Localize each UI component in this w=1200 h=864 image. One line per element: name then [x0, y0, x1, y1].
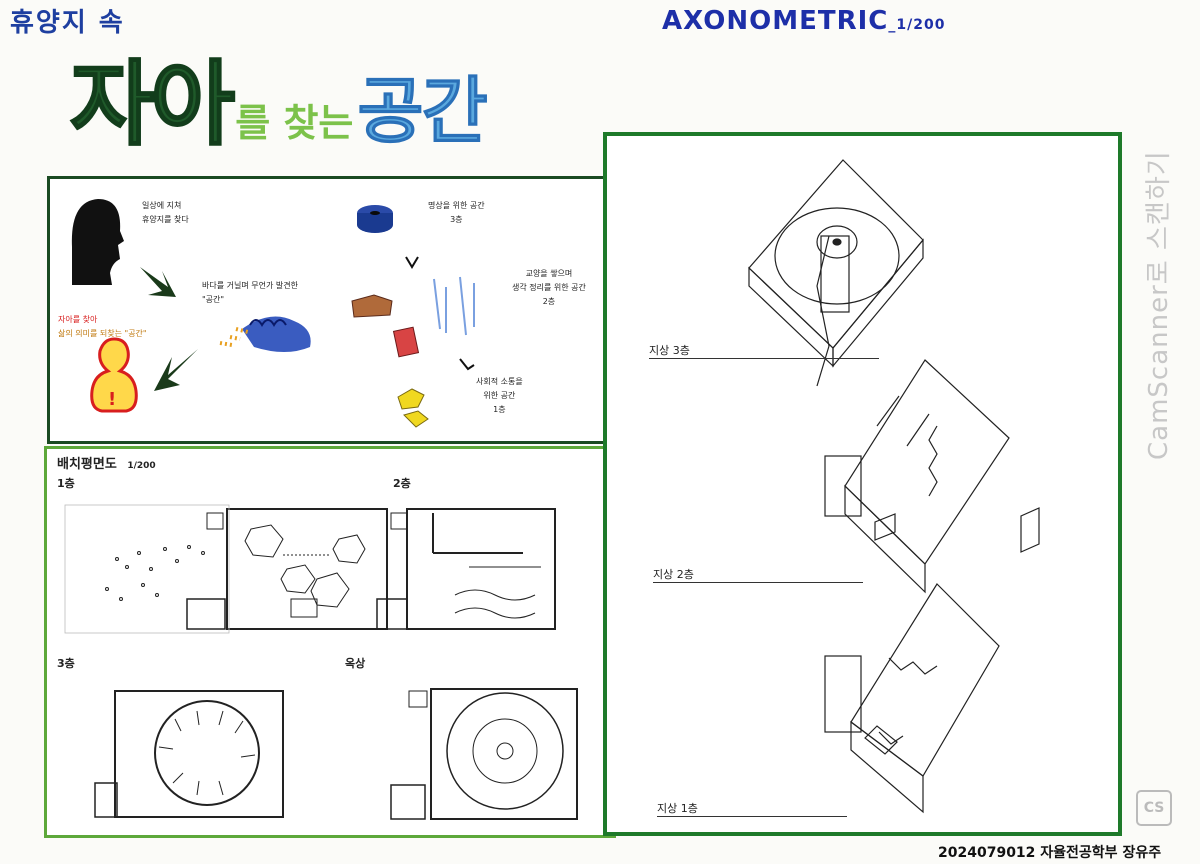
title-part-2: 를 찾는 — [235, 101, 354, 145]
plan-floor3 — [94, 690, 284, 818]
wave-icon — [219, 316, 311, 352]
arrow-icon — [405, 256, 419, 269]
plan-label-floor2: 2층 — [393, 477, 411, 490]
subtitle: 휴양지 속 — [10, 8, 125, 38]
note-line: 생각 정리를 위한 공간 — [512, 283, 586, 292]
note-line: 일상에 지쳐 — [142, 201, 182, 210]
axo-label-level2-wrap: 지상 2층 — [653, 566, 863, 583]
axonometric-title-text: AXONOMETRIC — [662, 6, 889, 36]
plans-title: 배치평면도 1/200 — [57, 453, 156, 472]
arrow-icon — [459, 358, 475, 371]
svg-text:!: ! — [108, 389, 116, 410]
concept-diagram: ! 일상에 지쳐 휴양지를 찾다 바다를 거닐며 무언가 발견한 "공간" — [47, 176, 607, 444]
axonometric-scale: _1/200 — [888, 17, 946, 33]
head-silhouette-icon — [71, 199, 124, 285]
concept-drawing: ! — [71, 199, 475, 428]
axo-label-level2: 지상 2층 — [653, 568, 694, 581]
arrow-icon — [140, 267, 176, 297]
axo-level3 — [748, 159, 924, 387]
plan-label-floor3: 3층 — [57, 657, 75, 670]
note-meditation: 명상을 위한 공간 3층 — [428, 199, 485, 227]
leader-line — [653, 582, 863, 583]
title-part-1: 자아 — [69, 50, 236, 159]
axo-label-level3: 지상 3층 — [649, 344, 690, 357]
note-head: 일상에 지쳐 휴양지를 찾다 — [142, 199, 189, 227]
plan-floor2 — [376, 508, 556, 630]
title-part-3: 공간 — [357, 69, 488, 154]
camscanner-logo-icon: CS — [1136, 790, 1172, 826]
plans-scale: 1/200 — [127, 461, 156, 471]
plan-label-floor1: 1층 — [57, 477, 75, 490]
axo-label-level1: 지상 1층 — [657, 802, 698, 815]
plans-drawing — [64, 504, 578, 820]
plan-floor1 — [64, 504, 388, 634]
axo-label-level3-wrap: 지상 3층 — [649, 342, 879, 359]
note-line: 교양을 쌓으며 — [525, 269, 573, 278]
author-signature: 2024079012 자율전공학부 장유주 — [938, 845, 1162, 861]
note-floor1: 사회적 소통을 위한 공간 1층 — [476, 375, 523, 417]
note-floor2: 교양을 쌓으며 생각 정리를 위한 공간 2층 — [512, 267, 586, 309]
person-icon: ! — [90, 337, 138, 413]
arrow-icon — [154, 349, 198, 391]
axo-level1 — [824, 583, 1000, 814]
note-line: 2층 — [542, 297, 556, 306]
library-objects-icon — [351, 276, 475, 358]
note-line: 자아를 찾아 — [58, 315, 98, 324]
social-objects-icon — [397, 388, 429, 428]
note-line: 사회적 소통을 — [476, 377, 523, 386]
plans-title-text: 배치평면도 — [57, 457, 117, 472]
plan-label-roof: 옥상 — [345, 657, 366, 670]
plan-roof — [390, 688, 578, 820]
meditation-object-icon — [357, 205, 393, 233]
note-line: "공간" — [202, 295, 225, 304]
axonometric-title: AXONOMETRIC_1/200 — [662, 6, 945, 36]
leader-line — [657, 816, 847, 817]
note-line: 명상을 위한 공간 — [428, 201, 485, 210]
note-line: 위한 공간 — [483, 391, 516, 400]
axo-label-level1-wrap: 지상 1층 — [657, 800, 847, 817]
note-line: 휴양지를 찾다 — [142, 215, 189, 224]
note-wave: 바다를 거닐며 무언가 발견한 "공간" — [202, 279, 298, 307]
note-line: 1층 — [493, 405, 506, 414]
leader-line — [649, 358, 879, 359]
axo-level2 — [824, 359, 1040, 594]
axonometric-panel: 지상 3층 지상 2층 지상 1층 — [603, 132, 1122, 836]
note-line: 3층 — [450, 215, 463, 224]
floor-plans: 배치평면도 1/200 1층 2층 3층 옥상 — [44, 446, 616, 838]
note-self: 자아를 찾아 삶의 의미를 되찾는 "공간" — [58, 313, 147, 341]
note-line: 바다를 거닐며 무언가 발견한 — [202, 281, 298, 290]
note-line: 삶의 의미를 되찾는 "공간" — [58, 329, 147, 338]
axonometric-drawing — [748, 159, 1040, 814]
camscanner-watermark: CamScanner로 스캔하기 — [1144, 150, 1174, 460]
